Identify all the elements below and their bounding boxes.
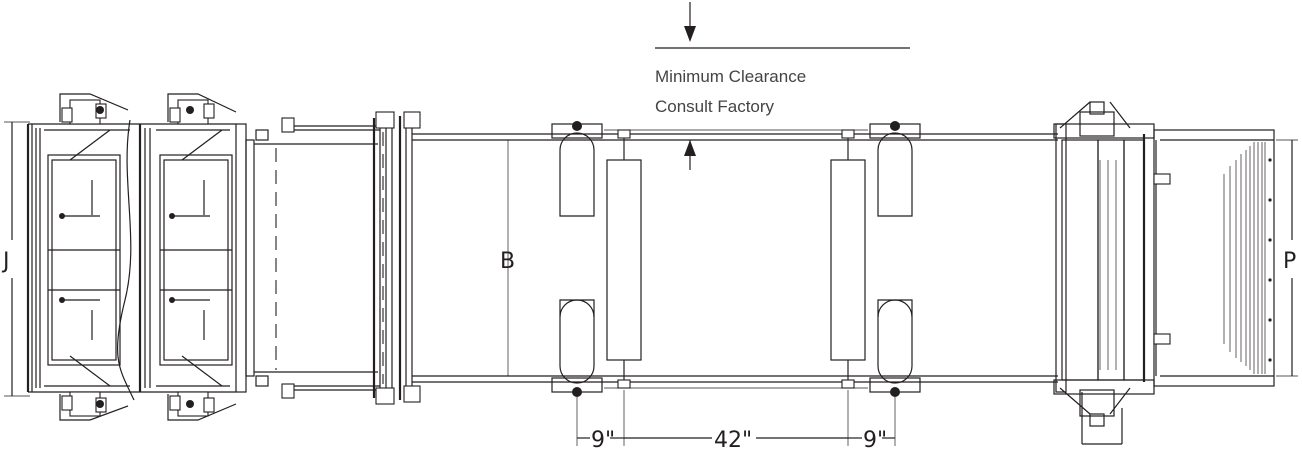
dimension-j: J (1, 121, 30, 397)
fan-assembly (551, 121, 921, 397)
dimension-j-label: J (1, 249, 10, 274)
damper-section-right (138, 93, 269, 421)
clearance-note-line-2: Consult Factory (655, 97, 775, 116)
spacing-left-label: 9" (591, 428, 615, 451)
dimension-p: P (1276, 139, 1298, 377)
filter-coil-section (1053, 101, 1155, 445)
spacing-right-label: 9" (863, 428, 887, 451)
spacing-dimensions: 9" 42" 9" (576, 390, 896, 451)
transition-section (254, 111, 421, 405)
clearance-callout: Minimum Clearance Consult Factory (655, 2, 910, 170)
dimension-b-label: B (500, 249, 515, 274)
clearance-note-line-1: Minimum Clearance (655, 67, 806, 86)
spacing-center-label: 42" (714, 428, 752, 451)
main-casing (412, 133, 1058, 383)
damper-section-left (26, 93, 140, 421)
discharge-plenum (1153, 129, 1275, 387)
dimension-p-label: P (1283, 249, 1296, 274)
